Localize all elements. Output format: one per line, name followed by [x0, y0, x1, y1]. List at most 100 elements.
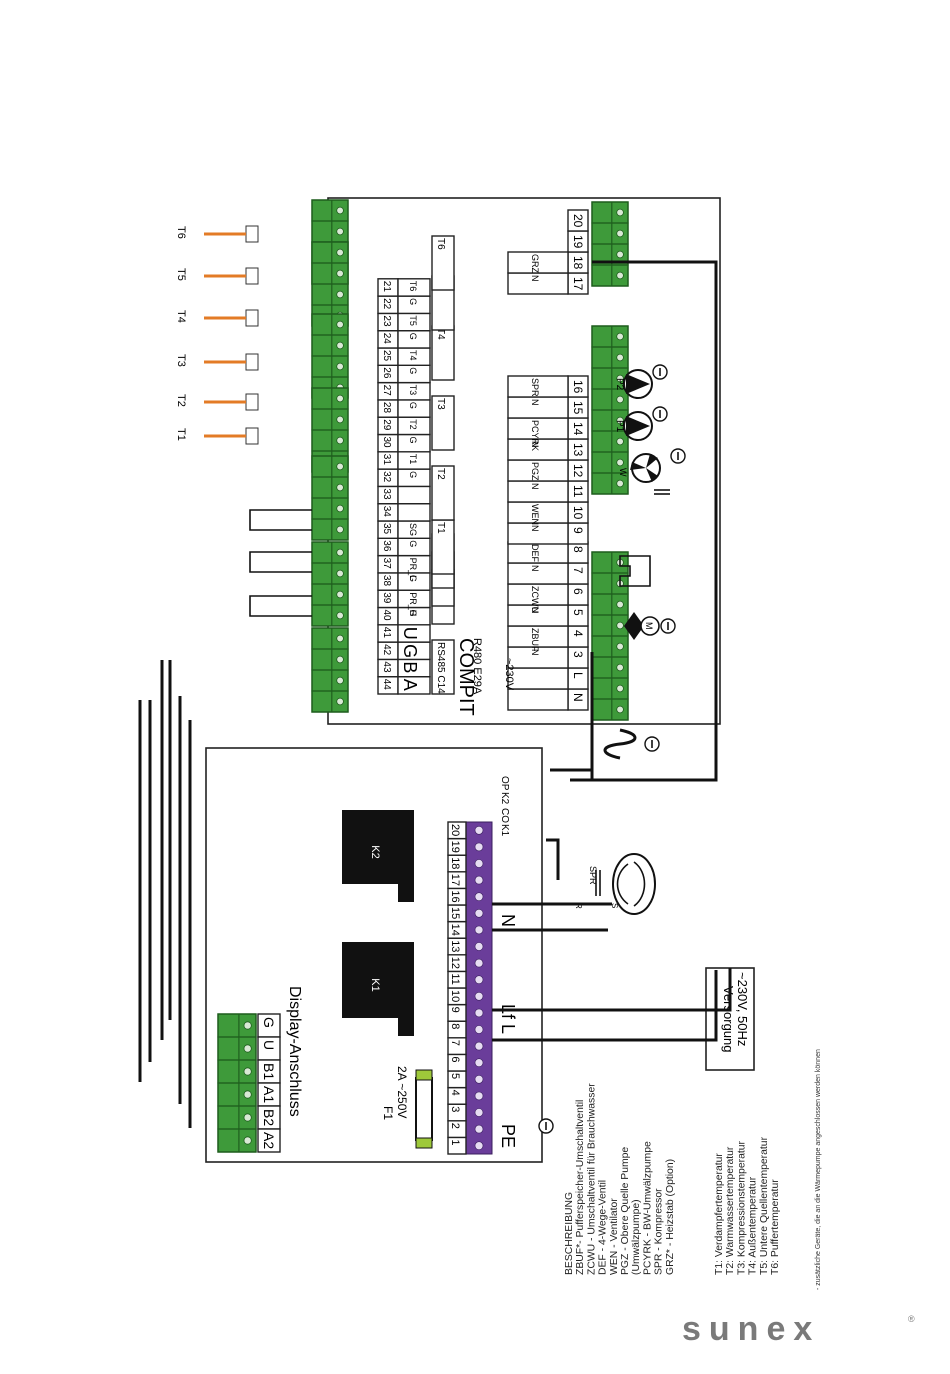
relay-terminal-number: 15 [449, 907, 461, 919]
relay-terminal-number: 1 [449, 1139, 461, 1145]
function-label: G [408, 367, 418, 374]
sensor-label: T3 [175, 354, 187, 367]
function-label: T2 [408, 419, 418, 430]
function-label: G [408, 540, 418, 547]
bus-label: PE [498, 1124, 518, 1148]
terminal-number: 41 [381, 627, 392, 639]
terminal-number: 44 [381, 679, 392, 691]
supply-box: Versorgung ~230V, 50Hz [705, 967, 755, 1071]
terminal-number: 42 [381, 644, 392, 656]
display-title: Display-Anschluss [286, 986, 303, 1117]
fuse-name: F1 [381, 1106, 395, 1120]
upper-strip-5 [311, 541, 349, 627]
relay-terminal-number: 9 [449, 1007, 461, 1013]
function-label: GRZ [530, 254, 540, 274]
pump-p1: P1 [614, 411, 653, 441]
function-label: T3 [408, 385, 418, 396]
legend-sensor-line: T5: Untere Quellentemperatur [759, 1136, 770, 1275]
controller-supply-label: ~230V [503, 658, 515, 691]
function-label: T4 [408, 350, 418, 361]
relay-terminal-number: 19 [449, 841, 461, 853]
wire [570, 260, 718, 782]
supply-line1: Versorgung [721, 986, 736, 1053]
sunex-logo: sunex ® [682, 1310, 915, 1348]
function-label: N [530, 275, 540, 282]
supply-line2: ~230V, 50Hz [735, 972, 750, 1046]
lower-strip-1 [591, 325, 629, 495]
terminal-number: 29 [381, 419, 392, 431]
terminal-number: 37 [381, 558, 392, 570]
function-label: PR_H [408, 592, 418, 616]
compressor-symbol: SPR R S [574, 853, 656, 915]
switch-prh [249, 595, 312, 617]
terminal-number: 43 [381, 661, 392, 673]
function-label: SPR [530, 378, 540, 397]
controller-upper-labels: 4443424140393837363534333231302928272625… [377, 235, 455, 695]
wire [546, 838, 560, 880]
bus-label: CO [499, 808, 510, 823]
group-label: T1 [435, 522, 446, 534]
bus-letter: B [400, 661, 420, 673]
bus-label: OP [499, 776, 510, 791]
legend-footnote: - zusätzliche Geräte, die an die Wärmepu… [815, 1049, 822, 1290]
relay-terminal-number: 2 [449, 1123, 461, 1129]
bus-letter: G [400, 644, 420, 658]
logo-registered: ® [908, 1314, 915, 1324]
wire [492, 968, 732, 1012]
lower-terminal-strips [591, 201, 629, 721]
valve-motor-label: M [644, 622, 654, 630]
function-label: DEF [530, 544, 540, 563]
function-label: PR_L [408, 558, 418, 581]
relay-k1-label: K1 [369, 978, 381, 991]
pump-p2: P2 [614, 369, 653, 399]
relay-terminal-number: 13 [449, 940, 461, 952]
function-label: N [530, 607, 540, 614]
sensor-label: T6 [175, 226, 187, 239]
compressor-pin-r: R [574, 903, 583, 909]
terminal-number: 28 [381, 402, 392, 414]
relay-terminal-number: 5 [449, 1073, 461, 1079]
terminal-number: 6 [571, 588, 585, 595]
relay-k2: K2 [342, 810, 414, 902]
switch-sg [249, 509, 312, 531]
terminal-number: 26 [381, 367, 392, 379]
legend-line: GRZ* - Heizstab (Option) [665, 1159, 676, 1275]
ground-symbols [538, 364, 686, 1134]
relay-terminal-number: 18 [449, 857, 461, 869]
sensor-t4: T4 [175, 309, 259, 327]
pump-p1-label: P1 [614, 420, 625, 433]
sensor-t6: T6 [175, 225, 259, 243]
relay-terminal-number: 16 [449, 890, 461, 902]
fan-symbol: W [618, 453, 670, 495]
function-label: WEN [530, 504, 540, 525]
function-label: G [408, 610, 418, 617]
wire [492, 970, 718, 1042]
terminal-number: 32 [381, 471, 392, 483]
display-terminal-label: A2 [261, 1132, 277, 1149]
legend-line: SPR - Kompressor [654, 1188, 665, 1275]
terminal-number: 25 [381, 350, 392, 362]
terminal-number: 24 [381, 333, 392, 345]
legend-sensor-line: T4: Außentemperatur [748, 1176, 759, 1275]
relay-k1: K1 [342, 942, 414, 1036]
display-terminal-label: B2 [261, 1109, 277, 1126]
function-label: SG [408, 523, 418, 536]
sensor-t1: T1 [175, 427, 259, 445]
upper-strip-4 [311, 455, 349, 541]
ground-icon [670, 448, 686, 464]
legend-line: BESCHREIBUNG [564, 1192, 575, 1275]
relay-terminal-number: 10 [449, 990, 461, 1002]
relay-terminal-number: 17 [449, 874, 461, 886]
bus-letter: U [400, 627, 420, 640]
fuse-f1: F1 2A ~250V [381, 1066, 433, 1149]
legend-line: DEF - 4-Wege-Ventil [598, 1180, 609, 1275]
wiring [138, 260, 732, 1128]
function-label: T6 [408, 281, 418, 292]
legend-sensor-line: T6: Puffertemperatur [770, 1179, 781, 1275]
controller-name: COMPIT [455, 638, 477, 716]
